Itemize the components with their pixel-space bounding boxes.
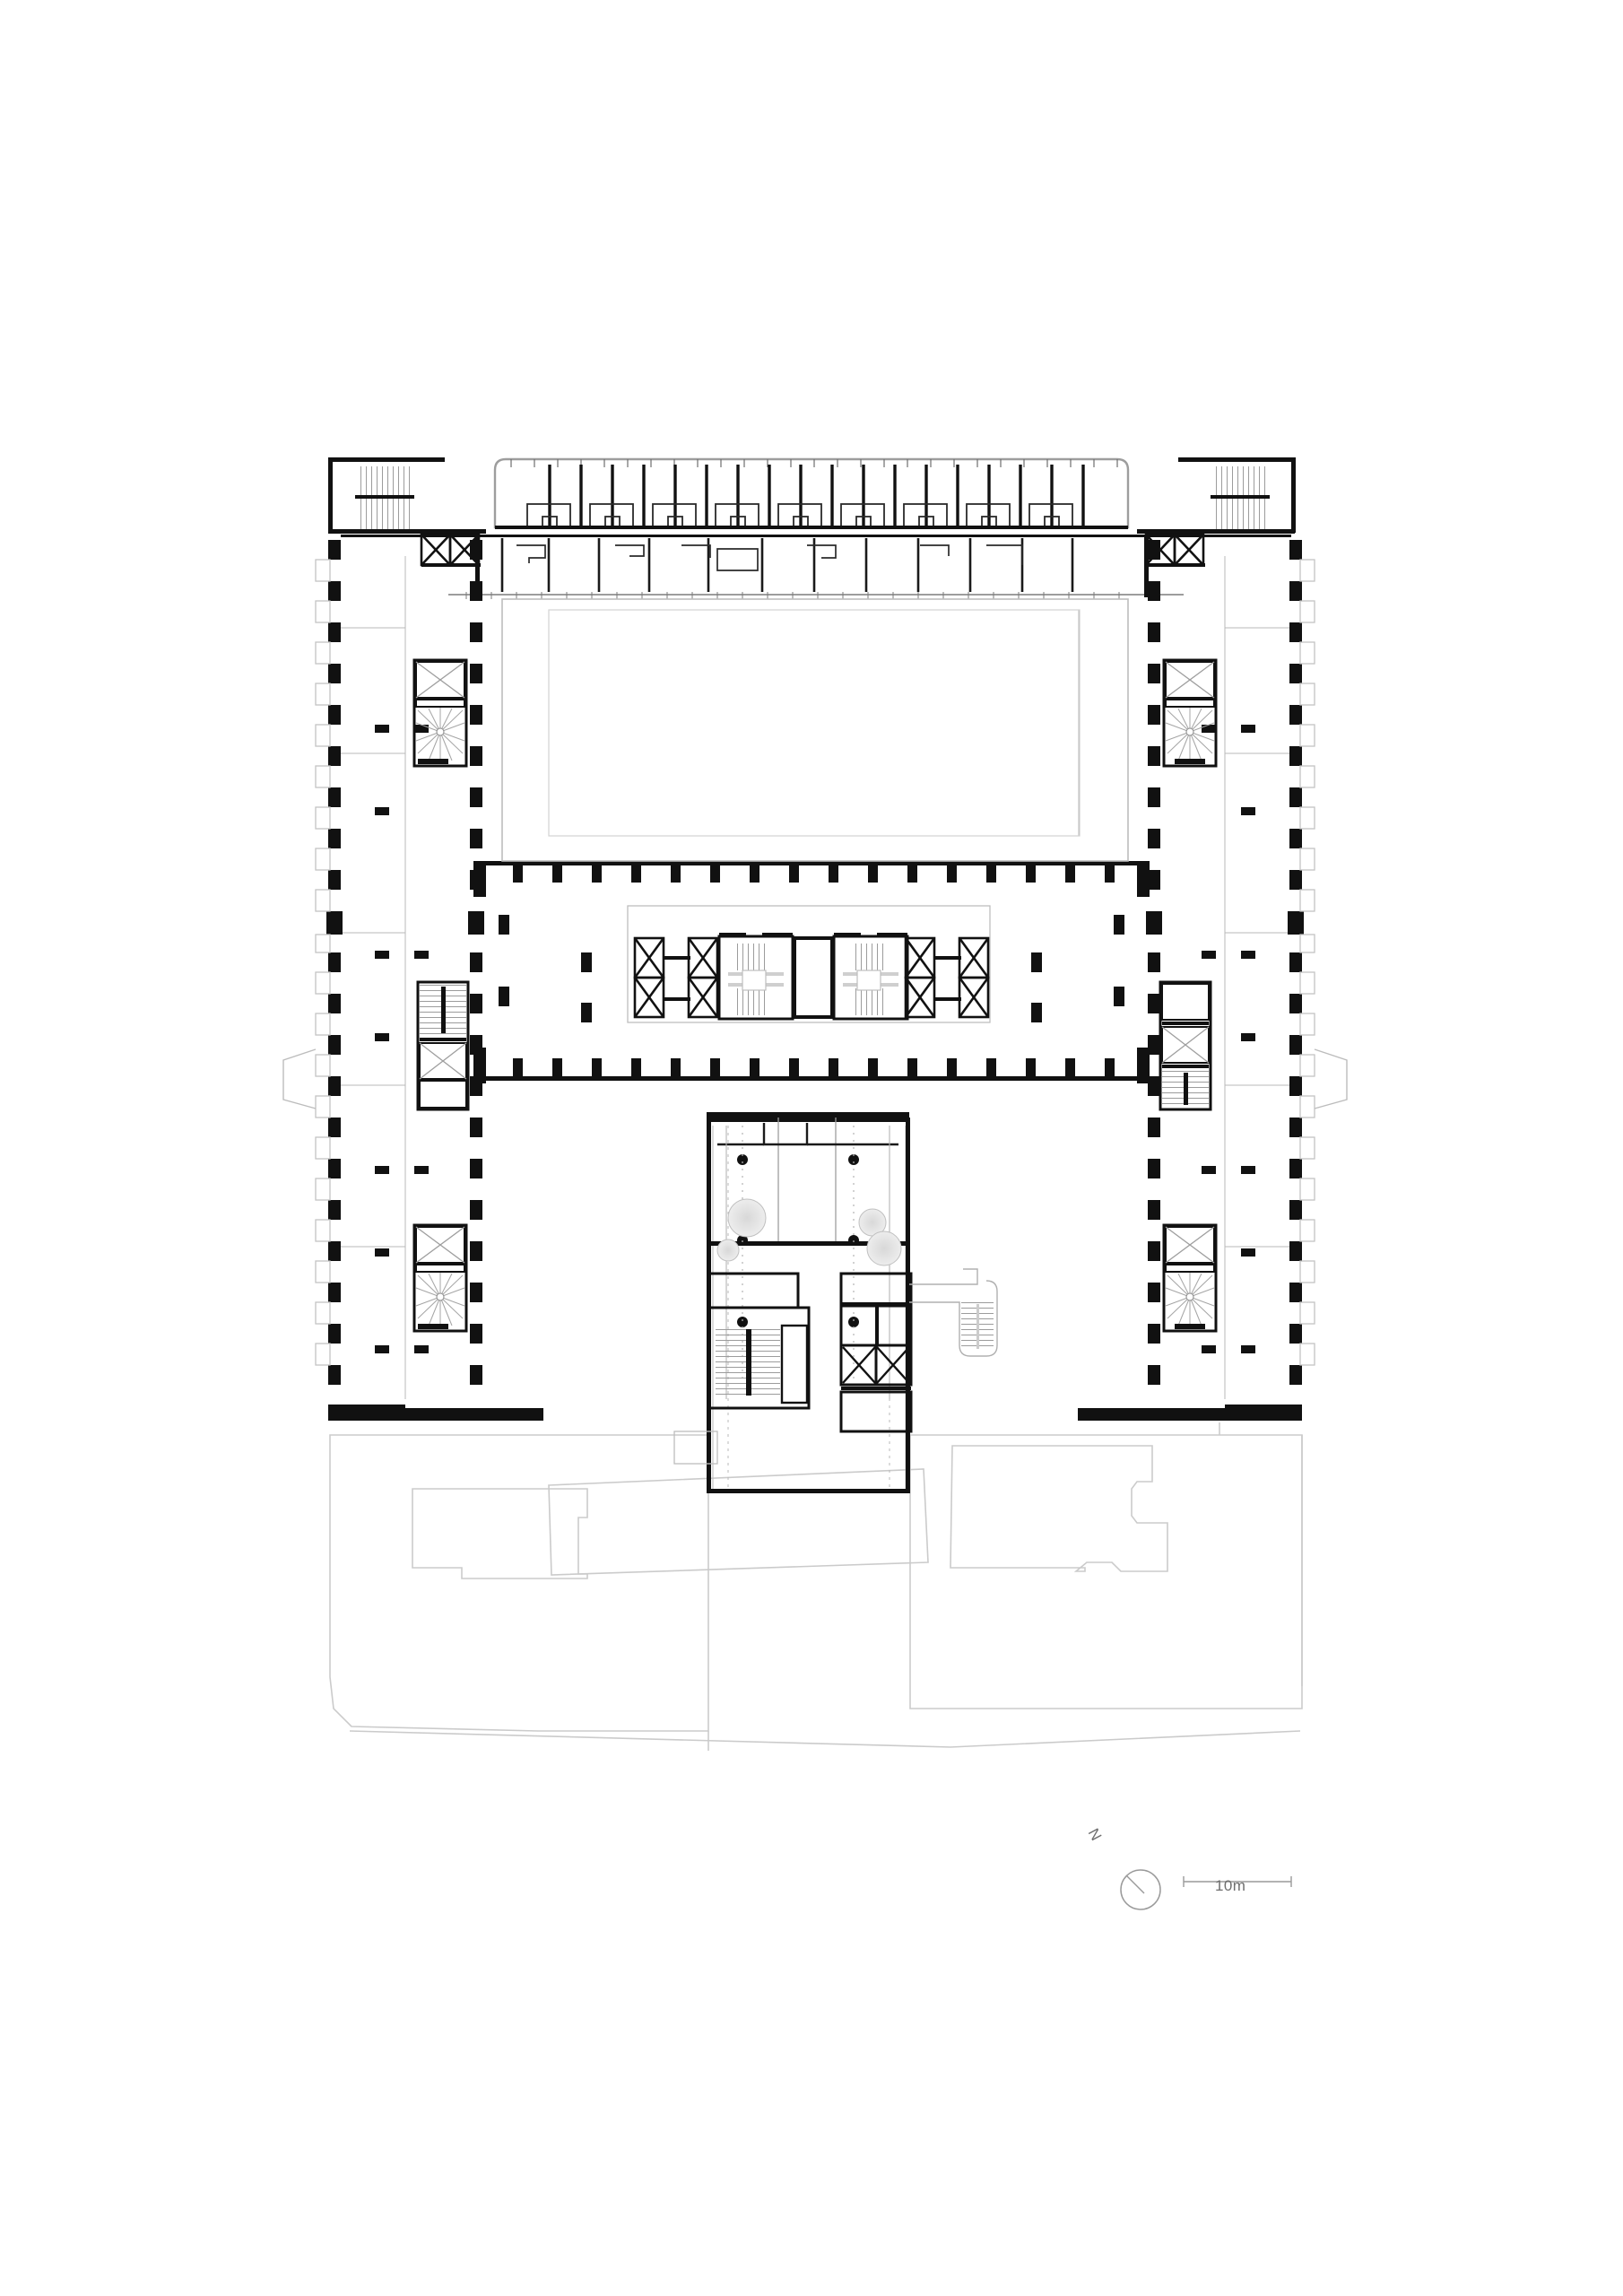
west-facade-piers	[326, 540, 343, 1385]
central-service-bar	[473, 861, 1150, 1083]
stair-lift-core-east-lower	[1159, 980, 1212, 1111]
east-wing	[1146, 540, 1348, 1385]
scale-bar-label: 10m	[1215, 1877, 1246, 1894]
central-stair-core-left	[717, 935, 794, 1021]
north-arrow-icon	[1120, 1869, 1161, 1910]
stair-lift-core-west-lower	[416, 980, 470, 1111]
east-internal-columns	[1202, 725, 1255, 1353]
spiral-stair-west-upper	[412, 658, 468, 768]
lift-bank-left-inner	[687, 936, 719, 1019]
central-stair-core-right	[832, 935, 909, 1021]
spiral-stair-west-south	[412, 1223, 468, 1333]
east-facade-piers	[1288, 540, 1304, 1385]
south-entrance-pavilion	[673, 1118, 998, 1493]
north-corridor-band	[341, 535, 1291, 599]
south-perimeter-walls	[328, 1112, 1302, 1421]
spiral-stair-east-south	[1162, 1223, 1218, 1333]
site-context-outlines	[329, 1422, 1303, 1751]
corner-block-northwest	[328, 457, 486, 597]
lift-bank-right-inner	[904, 936, 936, 1019]
tree-symbols	[716, 1198, 902, 1266]
spiral-stair-east-upper	[1162, 658, 1218, 768]
west-wing	[282, 540, 484, 1385]
external-ramp	[909, 1268, 998, 1357]
pavilion-lift-core	[842, 1345, 910, 1385]
west-internal-columns	[375, 725, 429, 1353]
east-inner-piers	[1146, 540, 1162, 1385]
lift-bank-right-outer	[958, 936, 990, 1019]
west-inner-piers	[468, 540, 484, 1385]
courtyard-void	[501, 598, 1129, 862]
scale-bar-icon	[1183, 1876, 1292, 1887]
corner-block-northeast	[1137, 457, 1296, 597]
north-wing	[493, 457, 1130, 529]
entrance-hall-columns	[737, 1154, 859, 1327]
lift-bank-left-outer	[633, 936, 665, 1019]
